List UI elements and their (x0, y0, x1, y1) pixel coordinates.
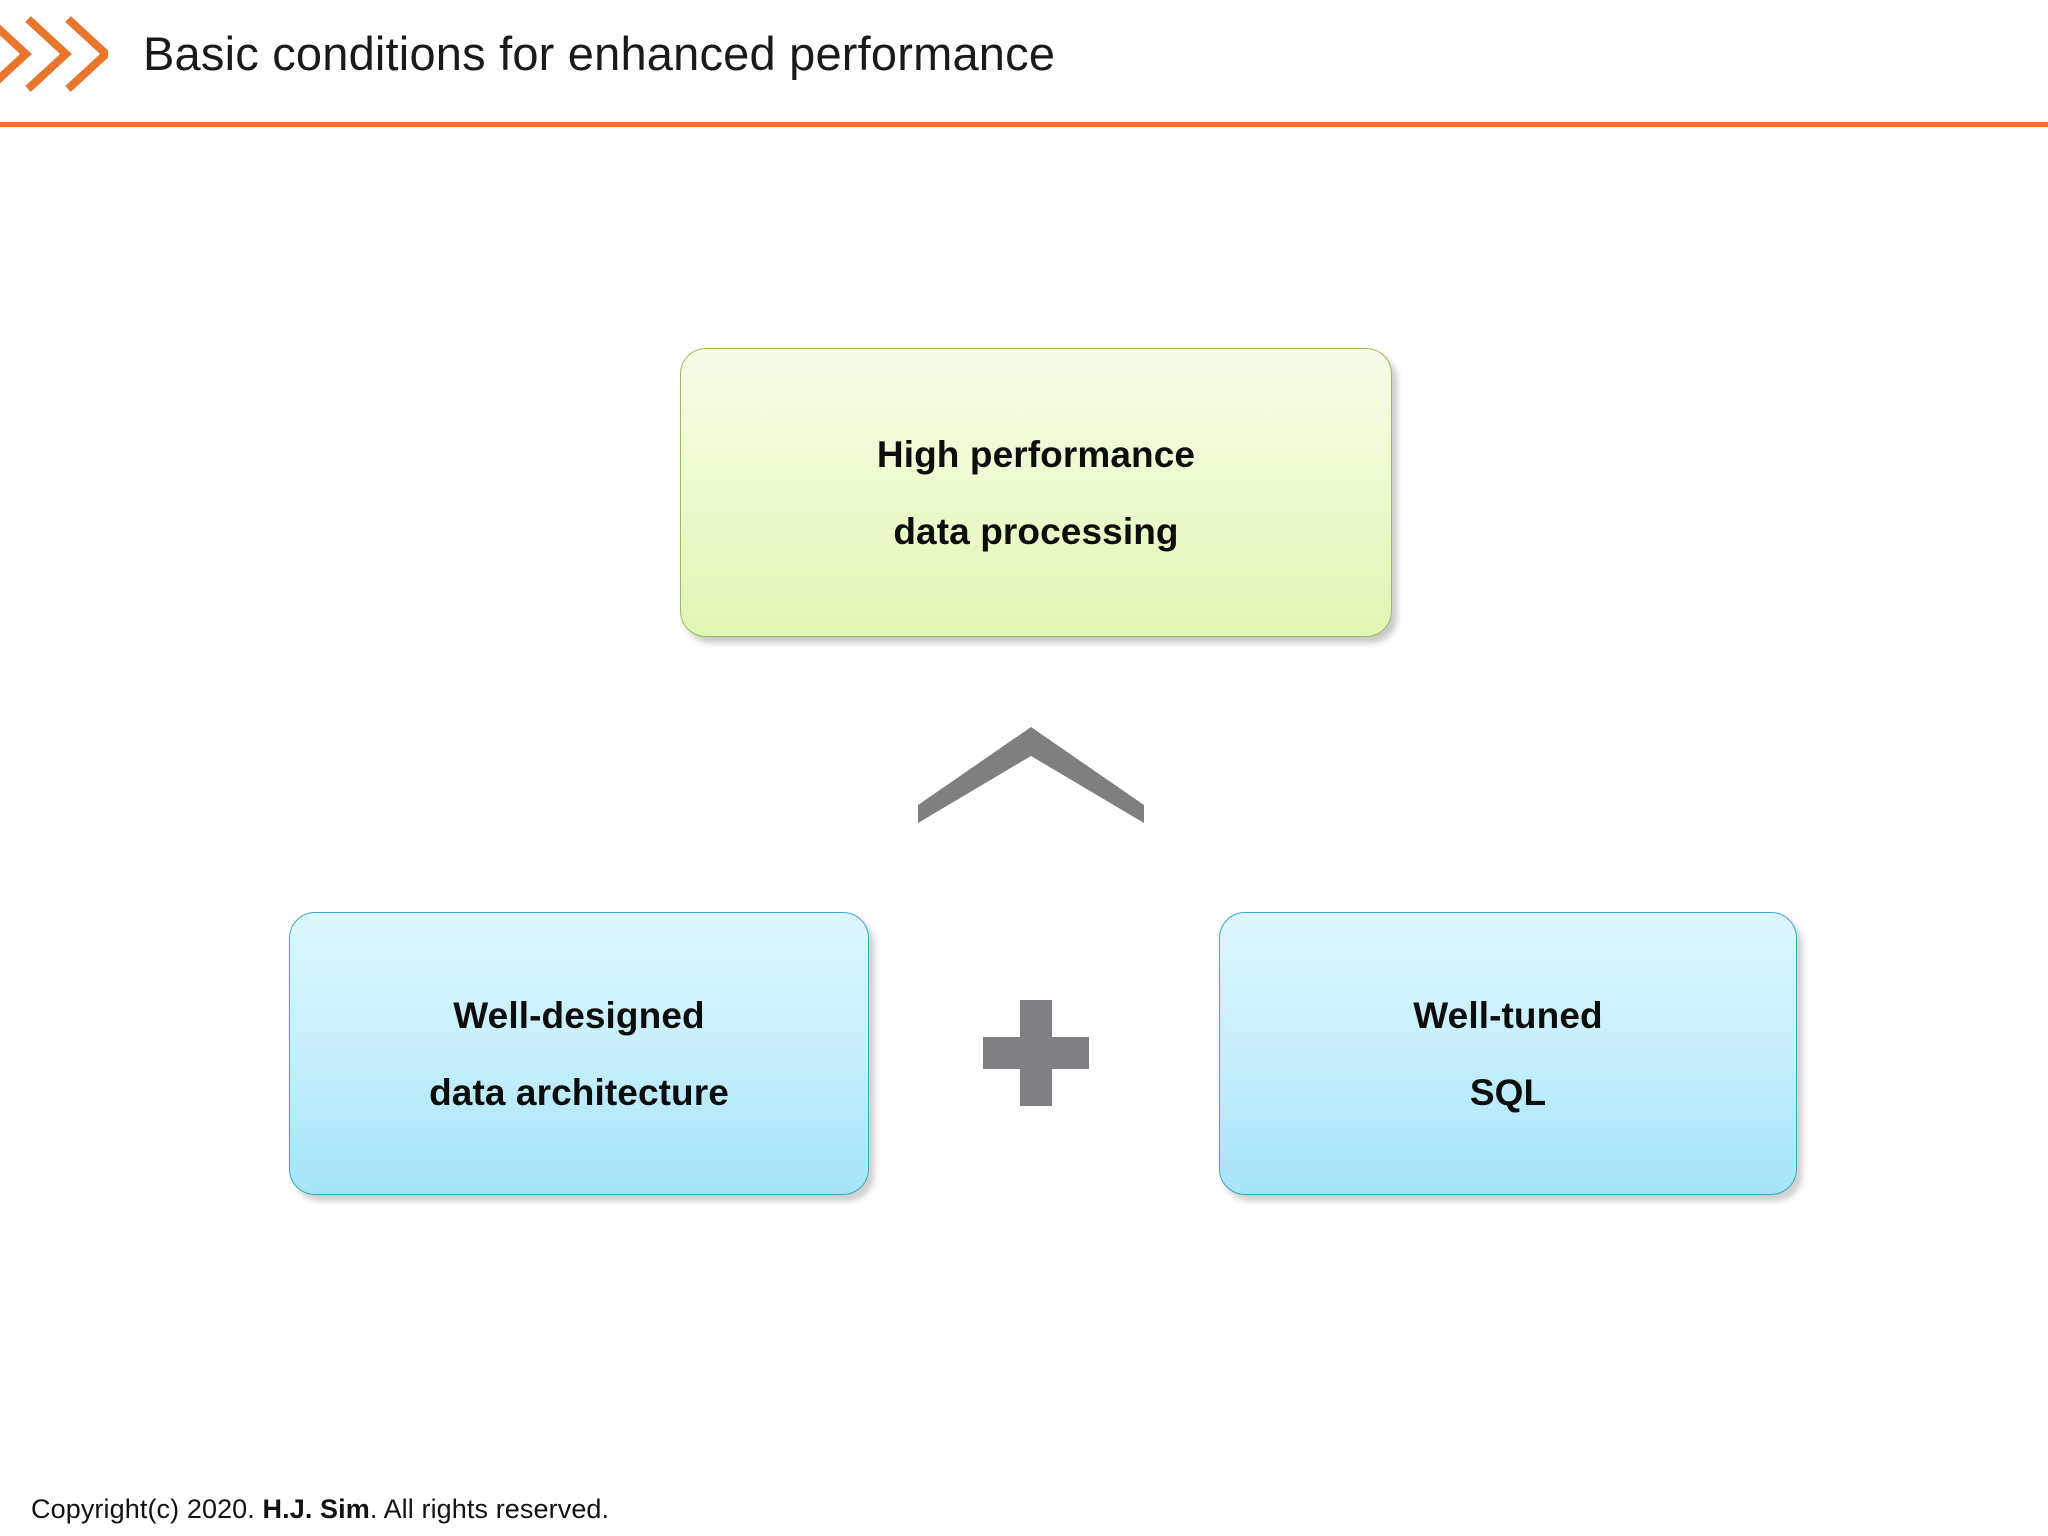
node-label-line-2: data processing (893, 510, 1179, 552)
slide-header: Basic conditions for enhanced performanc… (0, 0, 2048, 127)
node-label-line-2: SQL (1469, 1071, 1547, 1113)
node-label-line-2: data architecture (429, 1071, 729, 1113)
copyright-author: H.J. Sim (262, 1494, 370, 1524)
node-label-line-1: Well-tuned (1413, 994, 1603, 1036)
footer-copyright: Copyright(c) 2020. H.J. Sim. All rights … (31, 1494, 609, 1525)
diagram-node-well-tuned[interactable]: Well-tuned SQL (1219, 912, 1797, 1195)
node-label-line-1: High performance (876, 433, 1196, 475)
copyright-prefix: Copyright(c) 2020. (31, 1494, 263, 1524)
copyright-suffix: . All rights reserved. (369, 1494, 610, 1524)
diagram-node-high-performance[interactable]: High performance data processing (680, 348, 1392, 637)
node-label-line-1: Well-designed (453, 994, 705, 1036)
diagram-node-well-designed[interactable]: Well-designed data architecture (289, 912, 869, 1195)
triple-chevron-right-icon (0, 13, 112, 95)
plus-icon (983, 1000, 1089, 1106)
page-title: Basic conditions for enhanced performanc… (143, 27, 1056, 80)
chevron-up-icon (918, 727, 1144, 823)
header-divider (0, 122, 2048, 127)
